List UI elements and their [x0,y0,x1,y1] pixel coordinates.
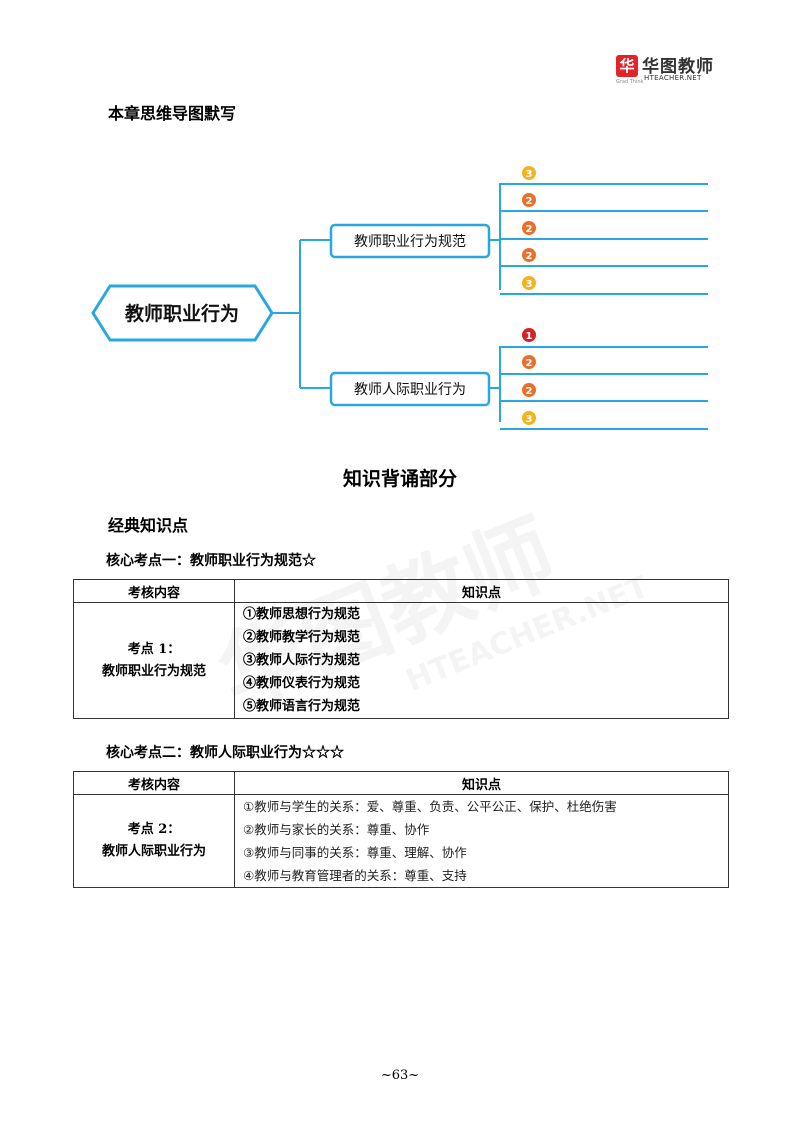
header-points: 知识点 [234,579,729,603]
branch1-badge-3 [522,221,536,235]
list-item: ③教师人际行为规范 [243,653,361,668]
core2-table: 考核内容 知识点 考点 2： 教师人际职业行为 ①教师与学生的关系：爱、尊重、负… [73,771,729,888]
branch2-lines [500,346,708,430]
brand-logo: 华 Grad Think 华图教师 HTEACHER.NET [616,52,730,85]
table-header-row: 考核内容 知识点 [73,579,729,603]
list-item: ②教师教学行为规范 [243,630,361,645]
branch1-node [329,223,491,259]
brand-url: HTEACHER.NET [644,74,702,82]
logo-subtext: Grad Think [616,79,644,85]
exam-point-cell: 考点 1： 教师职业行为规范 [73,602,235,719]
root-connector [272,239,331,389]
branch2-label: 教师人际职业行为 [354,382,466,398]
branch2-badge-4 [522,411,536,425]
branch1-badge-number: 2 [526,251,533,262]
list-item: ⑤教师语言行为规范 [243,699,361,714]
logo-mark: 华 [616,55,638,77]
brand-name: 华图教师 [642,57,714,77]
branch2-badge-2 [522,355,536,369]
list-item: ④教师与教育管理者的关系：尊重、支持 [243,868,467,883]
table-header-row: 考核内容 知识点 [73,771,729,795]
core2-title: 核心考点二：教师人际职业行为☆☆☆ [106,745,344,761]
list-item: ④教师仪表行为规范 [243,676,361,691]
branch2-badge-number: 2 [526,386,533,397]
branch2-badge-1 [522,328,536,342]
list-item: ①教师思想行为规范 [243,607,361,622]
mindmap-heading: 本章思维导图默写 [108,104,237,123]
header-content: 考核内容 [73,771,235,795]
branch1-badge-number: 3 [526,279,533,290]
branch2-node [329,371,491,407]
branch1-connector [490,183,501,290]
knowledge-cell: ①教师思想行为规范 ②教师教学行为规范 ③教师人际行为规范 ④教师仪表行为规范 … [234,602,729,719]
branch1-badge-4 [522,248,536,262]
branch2-connector [490,346,501,422]
subsection-title: 经典知识点 [108,516,189,535]
page-number: ~63~ [380,1068,420,1083]
branch1-lines [500,183,708,295]
knowledge-cell: ①教师与学生的关系：爱、尊重、负责、公平公正、保护、杜绝伤害 ②教师与家长的关系… [234,794,729,888]
branch1-badge-number: 3 [526,169,533,180]
branch1-badge-1 [522,166,536,180]
list-item: ③教师与同事的关系：尊重、理解、协作 [243,845,467,860]
exam-point-topic: 教师人际职业行为 [101,844,206,859]
branch2-badge-number: 1 [526,331,533,342]
exam-point-number: 考点 1： [127,641,181,657]
section-title: 知识背诵部分 [342,468,457,490]
exam-point-cell: 考点 2： 教师人际职业行为 [73,794,235,888]
table-row: 考点 2： 教师人际职业行为 ①教师与学生的关系：爱、尊重、负责、公平公正、保护… [73,794,729,888]
core1-table: 考核内容 知识点 考点 1： 教师职业行为规范 ①教师思想行为规范 ②教师教学行… [73,579,729,719]
branch1-badge-number: 2 [526,196,533,207]
header-content: 考核内容 [73,579,235,603]
branch1-badge-5 [522,276,536,290]
branch1-badge-number: 2 [526,224,533,235]
core1-title: 核心考点一：教师职业行为规范☆ [106,553,316,569]
header-points: 知识点 [234,771,729,795]
branch1-badge-2 [522,193,536,207]
branch1-label: 教师职业行为规范 [354,233,466,250]
root-label: 教师职业行为 [125,302,239,325]
exam-point-number: 考点 2： [127,822,181,837]
branch2-badge-number: 3 [526,414,533,425]
list-item: ①教师与学生的关系：爱、尊重、负责、公平公正、保护、杜绝伤害 [243,799,617,814]
list-item: ②教师与家长的关系：尊重、协作 [243,822,430,837]
branch2-badge-number: 2 [526,358,533,369]
root-node [91,284,274,342]
branch2-badge-3 [522,383,536,397]
mind-map: 教师职业行为 教师职业行为规范 教师人际职业行为 3 2 2 2 3 1 2 2 3 [91,166,708,430]
table-row: 考点 1： 教师职业行为规范 ①教师思想行为规范 ②教师教学行为规范 ③教师人际… [73,602,729,719]
exam-point-topic: 教师职业行为规范 [101,663,206,679]
